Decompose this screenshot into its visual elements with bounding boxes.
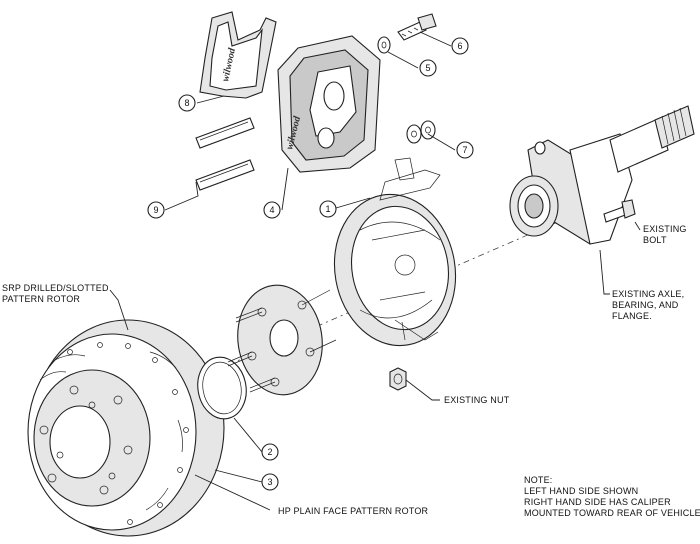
callout-9-text: 9	[153, 205, 158, 215]
callout-1-text: 1	[325, 204, 330, 214]
washers-7	[406, 120, 436, 144]
rotor-drill-holes	[67, 342, 189, 525]
existing-nut	[389, 367, 407, 391]
callout-5-text: 5	[425, 63, 430, 73]
callout-8-text: 8	[184, 98, 189, 108]
hub-adapter	[227, 284, 337, 396]
callout-6-text: 6	[457, 41, 462, 51]
parking-brake-assembly	[333, 157, 457, 347]
rotor-slot	[149, 351, 177, 369]
callout-2-text: 2	[267, 447, 272, 457]
note-line3: RIGHT HAND SIDE HAS CALIPER	[524, 497, 671, 507]
note-line4: MOUNTED TOWARD REAR OF VEHICLE	[524, 508, 700, 518]
callout-6: 6	[451, 37, 469, 55]
rotor-slot	[39, 371, 67, 381]
callout-2: 2	[261, 443, 279, 461]
rotor-slot	[177, 419, 183, 453]
existing-axle-label-line1: EXISTING AXLE,	[612, 289, 684, 299]
rotor-slot	[54, 354, 86, 361]
existing-bolt	[603, 199, 636, 223]
rotor-center-bore	[49, 405, 111, 479]
hp-rotor-label: HP PLAIN FACE PATTERN ROTOR	[278, 506, 429, 516]
callout-4: 4	[263, 201, 281, 219]
caliper: wilwood	[277, 35, 381, 173]
callout-3-text: 3	[267, 477, 272, 487]
existing-bolt-label-line1: EXISTING	[643, 224, 687, 234]
rotor-lug-holes	[39, 385, 133, 495]
leader-lines	[109, 31, 641, 511]
wheel-studs	[227, 289, 337, 393]
rotor	[27, 319, 225, 537]
shims	[195, 117, 255, 191]
axle-assembly	[509, 105, 695, 245]
callout-5: 5	[419, 59, 437, 77]
existing-axle-label-line3: FLANGE.	[612, 311, 652, 321]
callout-4-text: 4	[269, 205, 274, 215]
rotor-slot	[145, 487, 169, 511]
callout-7-text: 7	[462, 145, 467, 155]
callout-7: 7	[456, 141, 474, 159]
callout-9: 9	[147, 201, 165, 219]
caliper-bolt	[397, 13, 437, 41]
callout-1: 1	[319, 200, 337, 218]
callout-3: 3	[261, 473, 279, 491]
brake-pad: wilwood	[199, 11, 277, 99]
existing-axle-label-line2: BEARING, AND	[612, 300, 679, 310]
existing-bolt-label-line2: BOLT	[643, 235, 667, 245]
note-line1: NOTE:	[524, 475, 553, 485]
existing-nut-label: EXISTING NUT	[444, 395, 510, 405]
srp-rotor-label-line1: SRP DRILLED/SLOTTED	[2, 283, 109, 293]
o-ring	[197, 356, 247, 420]
washer-5	[377, 36, 391, 54]
callout-8: 8	[178, 94, 196, 112]
srp-rotor-label-line2: PATTERN ROTOR	[2, 294, 80, 304]
note-line2: LEFT HAND SIDE SHOWN	[524, 486, 638, 496]
